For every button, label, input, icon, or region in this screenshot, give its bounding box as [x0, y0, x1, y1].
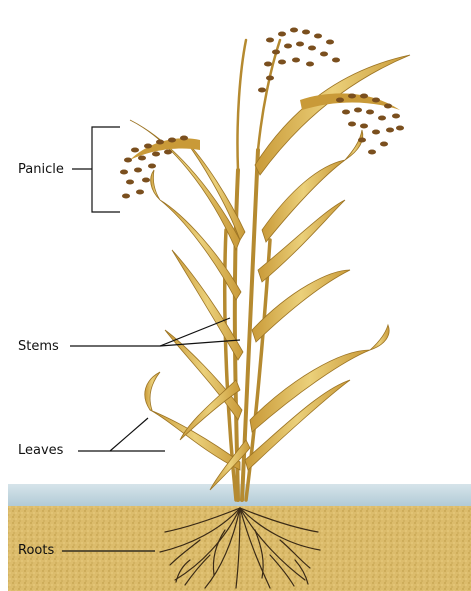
leaves-pointer-1 [78, 418, 148, 451]
panicle-bracket [92, 127, 120, 212]
leaves-label: Leaves [18, 443, 63, 459]
panicle-label: Panicle [18, 162, 64, 178]
panicle-top [258, 28, 340, 93]
roots-label: Roots [18, 543, 54, 559]
stems-label: Stems [18, 339, 59, 355]
panicle-right [300, 93, 404, 154]
leaves [130, 55, 410, 490]
stems-pointer-1 [70, 318, 230, 346]
